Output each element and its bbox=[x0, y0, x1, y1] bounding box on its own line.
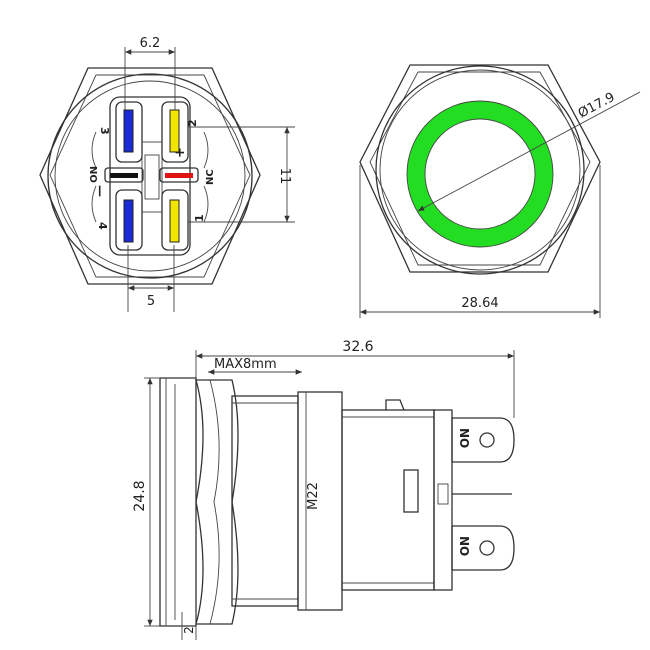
label-no: NO bbox=[87, 166, 98, 183]
lower-terminal bbox=[451, 525, 515, 571]
rear-center-core-inner bbox=[144, 154, 160, 200]
label-nc: NC bbox=[205, 169, 216, 185]
terminal-label-bottom: NO bbox=[457, 536, 471, 556]
led-plus-terminal bbox=[165, 173, 193, 178]
upper-terminal bbox=[451, 417, 515, 463]
dim-6-2-label: 6.2 bbox=[140, 36, 161, 51]
arc-right-top bbox=[203, 131, 209, 169]
dim-max-label: MAX8mm bbox=[214, 357, 277, 372]
side-clip bbox=[385, 399, 405, 411]
side-nut bbox=[195, 379, 239, 625]
dim-28-64-label: 28.64 bbox=[461, 296, 498, 311]
dim-11-label: 11 bbox=[277, 168, 292, 185]
pin-label-1: 1 bbox=[193, 214, 206, 222]
dim-32-6-label: 32.6 bbox=[342, 339, 373, 355]
ring-outer-edge bbox=[406, 100, 554, 248]
upper-terminal-hole bbox=[479, 432, 495, 448]
rear-outer-circle bbox=[47, 73, 253, 279]
dim-diameter-leader bbox=[417, 91, 641, 212]
dim-thread-label: M22 bbox=[306, 482, 321, 510]
dim-2-label: 2 bbox=[182, 626, 196, 634]
pin-label-2: 2 bbox=[186, 119, 199, 127]
terminal-label-top: NO bbox=[457, 428, 471, 448]
pin-label-3: 3 bbox=[98, 127, 111, 135]
side-thread-body bbox=[231, 395, 299, 607]
label-plus: + bbox=[173, 147, 188, 158]
side-bezel bbox=[159, 377, 197, 627]
side-view: M22 NO NO 32.6 MAX8mm 24.8 bbox=[132, 339, 515, 640]
led-minus-terminal bbox=[110, 173, 138, 178]
rear-view: 3 2 4 1 NO NC + — 6.2 5 11 bbox=[39, 36, 295, 312]
dim-diameter-label: Ø17.9 bbox=[576, 90, 618, 122]
dim-5-label: 5 bbox=[147, 294, 155, 309]
led-pin-base bbox=[437, 483, 449, 505]
front-hex-nut bbox=[359, 64, 601, 273]
pin-label-4: 4 bbox=[96, 222, 109, 230]
side-nut-curve bbox=[209, 379, 220, 625]
lower-terminal-hole bbox=[479, 540, 495, 556]
side-led-window bbox=[403, 469, 419, 513]
terminal-1-yellow bbox=[161, 189, 189, 251]
rear-center-core bbox=[141, 141, 163, 213]
led-minus-terminal-outline bbox=[104, 167, 144, 183]
rear-inner-circle bbox=[54, 80, 246, 272]
side-terminal-base bbox=[433, 409, 453, 591]
arc-left-bottom bbox=[91, 185, 97, 223]
terminal-4-blue bbox=[115, 189, 143, 251]
rear-hex-nut bbox=[39, 67, 261, 285]
side-rear-body bbox=[341, 409, 435, 591]
front-outer-circle-2 bbox=[379, 69, 581, 271]
rear-hex-inner bbox=[49, 74, 251, 278]
ring-inner-edge bbox=[424, 118, 536, 230]
led-plus-terminal-outline bbox=[159, 167, 199, 183]
front-view: Ø17.9 28.64 bbox=[359, 64, 641, 318]
front-outer-circle bbox=[375, 65, 585, 275]
arc-left-top bbox=[91, 131, 97, 169]
arc-right-bottom bbox=[203, 185, 209, 223]
dim-24-8-label: 24.8 bbox=[132, 480, 148, 511]
terminal-3-blue bbox=[115, 101, 143, 163]
label-minus: — bbox=[92, 185, 106, 197]
led-ring-green bbox=[407, 101, 553, 247]
front-hex-inner bbox=[369, 71, 591, 266]
